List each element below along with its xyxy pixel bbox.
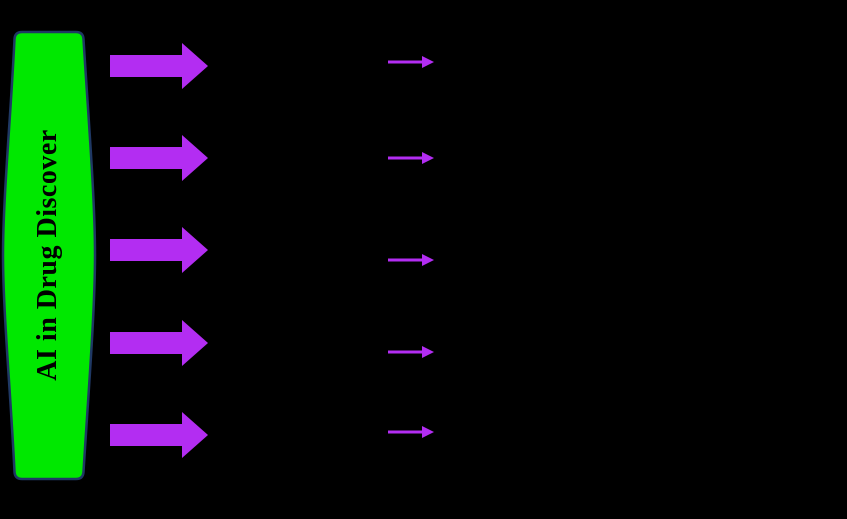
connector-arrow-row1-icon	[388, 56, 434, 68]
connector-arrow-row4-icon	[388, 346, 434, 358]
arrow-shape	[388, 346, 434, 358]
source-title: AI in Drug Discover	[32, 129, 63, 381]
arrow-shape	[388, 152, 434, 164]
flow-arrow-row5-icon	[110, 412, 208, 458]
flow-arrow-row2-icon	[110, 135, 208, 181]
arrow-shape	[110, 43, 208, 89]
arrow-shape	[388, 254, 434, 266]
arrow-shape	[110, 412, 208, 458]
arrow-shape	[388, 426, 434, 438]
flow-arrow-row1-icon	[110, 43, 208, 89]
connector-arrow-row2-icon	[388, 152, 434, 164]
arrow-shape	[110, 135, 208, 181]
arrow-shape	[110, 320, 208, 366]
arrow-shape	[388, 56, 434, 68]
source-shape	[1, 30, 97, 481]
connector-arrow-row5-icon	[388, 426, 434, 438]
source-shape-body	[1, 30, 97, 481]
connector-arrow-row3-icon	[388, 254, 434, 266]
arrow-shape	[110, 227, 208, 273]
flow-arrow-row4-icon	[110, 320, 208, 366]
flow-arrow-row3-icon	[110, 227, 208, 273]
